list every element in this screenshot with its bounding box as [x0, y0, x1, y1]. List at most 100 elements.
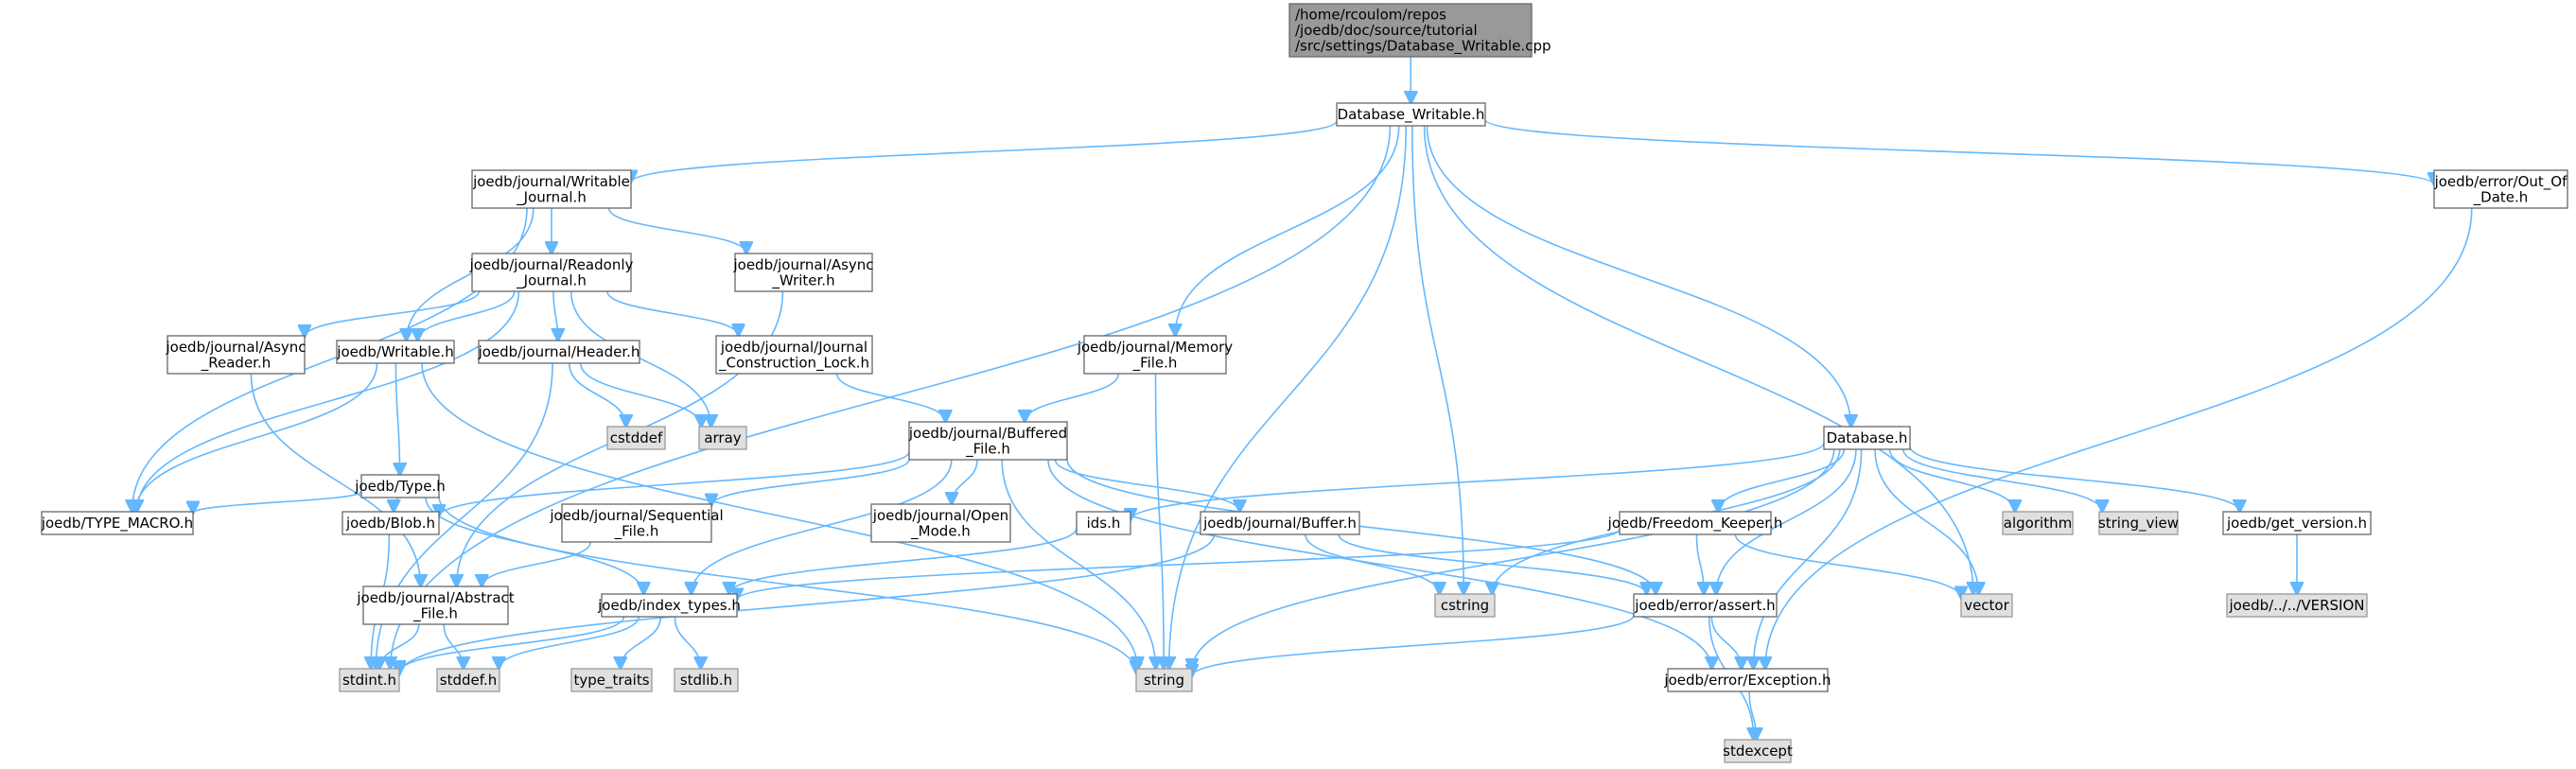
node-string: string — [1135, 668, 1193, 692]
edge-it-to-stddef — [499, 616, 640, 669]
node-fk[interactable]: joedb/Freedom_Keeper.h — [1607, 511, 1783, 535]
edge-db-to-algorithm — [1888, 448, 2015, 512]
edge-wj-to-wr — [407, 207, 534, 341]
nodes-layer: /home/rcoulom/repos/joedb/doc/source/tut… — [41, 3, 2568, 763]
node-label: joedb/journal/Writable — [472, 173, 630, 190]
node-jcl[interactable]: joedb/journal/Journal_Construction_Lock.… — [715, 335, 873, 375]
edge-db-to-assert — [1716, 448, 1857, 594]
node-box — [2433, 169, 2568, 209]
node-buf[interactable]: joedb/journal/Buffer.h — [1200, 511, 1360, 535]
node-sf[interactable]: joedb/journal/Sequential_File.h — [549, 503, 724, 543]
node-aw[interactable]: joedb/journal/Async_Writer.h — [732, 253, 874, 292]
node-label: _File.h — [614, 522, 659, 540]
node-box — [561, 503, 712, 543]
node-exc[interactable]: joedb/error/Exception.h — [1663, 668, 1831, 692]
node-ids[interactable]: ids.h — [1076, 511, 1131, 535]
edge-dbw-to-mf — [1175, 125, 1400, 336]
node-dbw[interactable]: Database_Writable.h — [1336, 102, 1486, 127]
node-om[interactable]: joedb/journal/Open_Mode.h — [870, 503, 1011, 543]
node-box — [471, 253, 632, 292]
node-label: joedb/journal/Readonly — [469, 256, 634, 273]
edge-ids-to-it — [729, 528, 1078, 594]
node-label: _File.h — [965, 440, 1010, 458]
edge-type-to-string — [438, 496, 1136, 673]
node-label: type_traits — [573, 672, 649, 690]
node-wj[interactable]: joedb/journal/Writable_Journal.h — [471, 169, 632, 209]
node-box — [1200, 511, 1360, 535]
node-label: _Construction_Lock.h — [718, 354, 869, 372]
node-label: vector — [1964, 597, 2009, 614]
node-label: joedb/TYPE_MACRO.h — [41, 515, 193, 533]
node-label: _Mode.h — [910, 522, 971, 540]
edge-wr-to-string — [421, 362, 1137, 669]
edge-fk-to-vector — [1734, 533, 1961, 598]
node-cstddef: cstddef — [606, 426, 666, 450]
node-box — [1336, 102, 1486, 127]
edge-bf-to-it — [692, 459, 953, 594]
node-label: joedb/journal/Header.h — [478, 343, 640, 360]
node-label: _Journal.h — [516, 271, 587, 289]
edge-dbw-to-cstring — [1411, 125, 1463, 594]
node-box — [342, 511, 440, 535]
node-label: joedb/journal/Sequential — [549, 507, 723, 524]
node-label: algorithm — [2004, 515, 2072, 532]
node-it[interactable]: joedb/index_types.h — [597, 593, 741, 618]
edge-type-to-blob — [394, 497, 397, 512]
node-box — [2002, 511, 2074, 535]
edge-it-to-stdlib — [674, 616, 700, 669]
node-box — [674, 668, 739, 692]
node-box — [2226, 593, 2368, 618]
node-label: stdexcept — [1723, 743, 1793, 760]
node-label: _Date.h — [2473, 188, 2529, 206]
node-box — [336, 340, 455, 364]
edge-buf-to-cstring — [1305, 533, 1440, 594]
node-tm[interactable]: joedb/TYPE_MACRO.h — [41, 511, 194, 535]
node-box — [908, 421, 1068, 461]
node-hdr[interactable]: joedb/journal/Header.h — [478, 340, 640, 364]
node-box — [1076, 511, 1131, 535]
edge-fk-to-it — [737, 528, 1621, 600]
node-gv[interactable]: joedb/get_version.h — [2222, 511, 2372, 535]
edge-rj-to-tm — [137, 290, 520, 512]
node-box — [436, 668, 500, 692]
node-box — [1135, 668, 1193, 692]
node-af[interactable]: joedb/journal/Abstract_File.h — [356, 585, 515, 625]
node-label: string — [1144, 672, 1184, 689]
node-label: joedb/journal/Memory — [1077, 339, 1233, 356]
edge-dbw-to-wj — [631, 120, 1338, 183]
edge-db-to-exc — [1753, 448, 1863, 669]
node-rj[interactable]: joedb/journal/Readonly_Journal.h — [469, 253, 634, 292]
node-bf[interactable]: joedb/journal/Buffered_File.h — [908, 421, 1068, 461]
edge-assert-to-string — [1192, 615, 1635, 675]
node-vector: vector — [1960, 593, 2013, 618]
node-db[interactable]: Database.h — [1823, 426, 1911, 450]
edge-rj-to-hdr — [553, 290, 558, 341]
node-label: joedb/error/Out_Of — [2434, 173, 2568, 191]
node-mf[interactable]: joedb/journal/Memory_File.h — [1077, 335, 1233, 375]
node-box — [606, 426, 666, 450]
edge-wr-to-tm — [135, 362, 378, 512]
node-box — [41, 511, 194, 535]
edge-it-to-stdint — [399, 616, 625, 673]
node-box — [1960, 593, 2013, 618]
node-box — [1434, 593, 1496, 618]
node-ood[interactable]: joedb/error/Out_Of_Date.h — [2433, 169, 2568, 209]
edge-bf-to-assert — [1066, 459, 1656, 594]
node-label: _Reader.h — [201, 354, 271, 372]
node-type[interactable]: joedb/Type.h — [354, 474, 446, 498]
node-box — [1288, 3, 1533, 58]
node-assert[interactable]: joedb/error/assert.h — [1633, 593, 1778, 618]
node-label: ids.h — [1087, 515, 1121, 532]
node-label: string_view — [2098, 515, 2179, 533]
node-wr[interactable]: joedb/Writable.h — [336, 340, 455, 364]
node-label: joedb/../../VERSION — [2229, 597, 2365, 614]
node-ar[interactable]: joedb/journal/Async_Reader.h — [165, 335, 307, 375]
edge-mf-to-bf — [1025, 373, 1120, 422]
node-label: _Writer.h — [771, 271, 834, 289]
node-blob[interactable]: joedb/Blob.h — [342, 511, 440, 535]
edges-layer — [132, 56, 2473, 740]
node-label: _File.h — [1132, 354, 1178, 372]
node-label: joedb/Freedom_Keeper.h — [1607, 515, 1783, 533]
node-label: /joedb/doc/source/tutorial — [1295, 22, 1478, 39]
node-root[interactable]: /home/rcoulom/repos/joedb/doc/source/tut… — [1288, 3, 1551, 58]
